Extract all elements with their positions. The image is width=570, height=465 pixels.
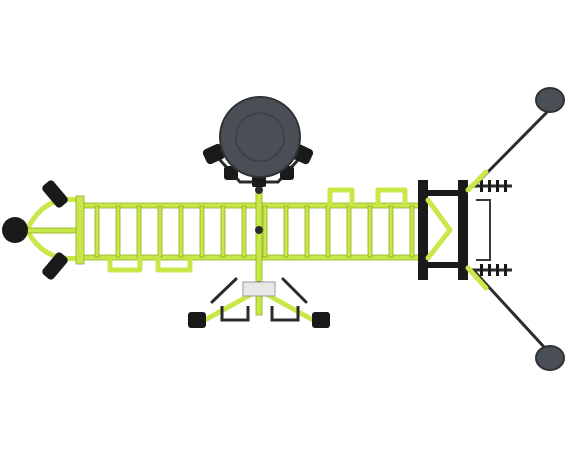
storage-peg: [488, 180, 491, 192]
right-lever: [281, 277, 308, 304]
rack-bottom-bar: [418, 262, 468, 268]
rack-upright-right: [458, 180, 468, 280]
storage-peg: [480, 180, 483, 192]
rack-station-right: [418, 87, 565, 371]
rack-side-loop: [476, 199, 491, 261]
seat-ring: [235, 112, 285, 162]
horizontal-ladder: [81, 187, 423, 273]
ladder-rung: [157, 205, 163, 258]
left-end-post: [75, 195, 85, 265]
ladder-rung: [199, 205, 205, 258]
ladder-rung: [325, 205, 331, 258]
storage-peg: [480, 264, 483, 276]
rack-brace: [425, 197, 453, 261]
storage-peg: [496, 180, 499, 192]
ladder-rung: [178, 205, 184, 258]
right-grip: [312, 312, 330, 328]
ladder-rung: [388, 205, 394, 258]
ladder-rung: [115, 205, 121, 258]
left-foot-bar: [220, 306, 250, 322]
left-lever: [210, 277, 238, 304]
ladder-bottom-loop-mid: [155, 255, 193, 273]
ladder-rung: [409, 205, 415, 258]
storage-peg: [496, 264, 499, 276]
storage-peg: [504, 180, 507, 192]
seated-station-top: [202, 96, 314, 187]
left-arc-bottom: [25, 229, 81, 261]
left-weight-disc: [2, 217, 28, 243]
rack-top-bar: [418, 190, 468, 196]
ladder-rung: [94, 205, 100, 258]
upper-arm-collar: [465, 169, 489, 193]
left-seat-pad: [224, 166, 238, 180]
ladder-rungs: [94, 205, 415, 258]
lower-bar-arm: [473, 270, 558, 362]
right-foot-bar: [270, 306, 300, 322]
left-grip: [188, 312, 206, 328]
center-bracket: [242, 281, 276, 297]
storage-pegs: [480, 180, 507, 276]
ladder-bottom-loop-left: [107, 255, 143, 273]
upper-bar-arm: [473, 101, 558, 187]
ladder-rung: [367, 205, 373, 258]
ladder-rung: [346, 205, 352, 258]
post-bolt-top: [255, 186, 263, 194]
lower-arm-collar: [465, 265, 489, 291]
ladder-rung: [136, 205, 142, 258]
post-bolt-mid: [255, 226, 263, 234]
storage-peg: [504, 264, 507, 276]
left-lower-handle: [42, 252, 68, 280]
left-seat-handle: [202, 143, 226, 165]
ladder-rung: [262, 205, 268, 258]
upper-weight-plate: [535, 87, 565, 113]
left-arc-top: [25, 196, 81, 231]
storage-peg: [488, 264, 491, 276]
left-crossbar: [23, 227, 83, 234]
push-station-bottom: [188, 277, 330, 328]
ladder-rung: [304, 205, 310, 258]
ladder-rung: [283, 205, 289, 258]
ladder-top-loop-left: [327, 187, 355, 208]
ladder-rung: [220, 205, 226, 258]
left-upper-handle: [42, 180, 68, 208]
ladder-top-loop-right: [375, 187, 408, 208]
ladder-rung: [241, 205, 247, 258]
rack-upright-left: [418, 180, 428, 280]
lower-weight-plate: [535, 345, 565, 371]
press-station-left: [2, 180, 85, 280]
round-seat: [219, 96, 301, 178]
